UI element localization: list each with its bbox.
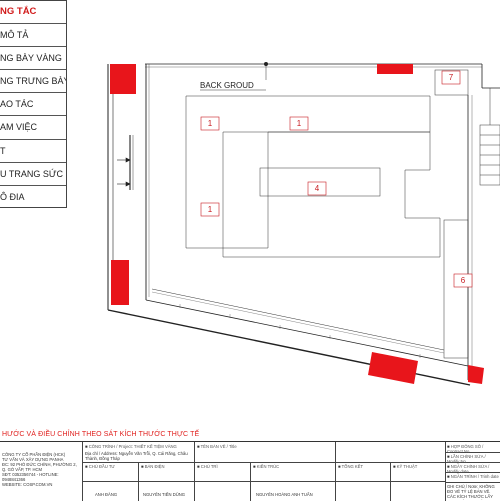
- back-ground-dot: [264, 62, 268, 66]
- site-note: HƯỚC VÀ ĐIỀU CHỈNH THEO SÁT KÍCH THƯỚC T…: [2, 431, 200, 438]
- contract-head: HỢP ĐỒNG SỐ / Contract No.: [447, 444, 499, 454]
- back-ground-label: BACK GROUD: [200, 81, 254, 90]
- red-column: [368, 352, 418, 384]
- legend-item: NG BÀY VÀNG: [0, 47, 66, 71]
- zone-label: 1: [208, 119, 213, 128]
- red-column: [468, 365, 484, 384]
- legend-item: MÔ TẢ: [0, 24, 66, 48]
- modify-date-head: NGÀY CHỈNH SỬA / Modify date: [447, 464, 499, 474]
- tb-divider: [138, 462, 139, 501]
- company-line: Q. GÒ VẤP, TP. HCM: [2, 467, 43, 472]
- zone-box: [200, 202, 220, 217]
- zone-box: [200, 116, 220, 131]
- signer-name: NGUYỄN HOÀNG ANH TUẤN: [256, 492, 313, 497]
- tb-divider: [250, 462, 251, 501]
- floor-plan: BACK GROUD 1 1 1 4 6 7: [107, 62, 500, 386]
- company-line: TƯ VẤN VÀ XÂY DỰNG PANHA: [2, 457, 64, 462]
- bottom-wall-ticks: [179, 304, 421, 358]
- company-line: CÔNG TY CỔ PHẦN ĐIỆN (HCK): [2, 452, 66, 457]
- tb-divider: [82, 462, 445, 463]
- bottom-wall-inner: [145, 299, 469, 367]
- red-column: [110, 64, 136, 94]
- title-block: CÔNG TY CỔ PHẦN ĐIỆN (HCK) TƯ VẤN VÀ XÂY…: [0, 441, 500, 501]
- zone-label: 1: [297, 119, 302, 128]
- counter-center: [259, 167, 381, 197]
- tb-divider: [390, 462, 391, 501]
- zone-box: [453, 273, 473, 288]
- zone-6-area: [443, 219, 469, 359]
- legend-item: T: [0, 140, 66, 163]
- trinh-date-head: NGÀN TRÌNH / Trinh date: [447, 474, 499, 479]
- company-line: ĐC: 92 PHÓ ĐỨC CHÍNH, PHƯỜNG 2,: [2, 462, 77, 467]
- note-right: GHI CHÚ / Note: KHÔNG ĐO VẼ TỶ LỆ BẢN VẼ…: [447, 484, 495, 500]
- company-line: SĐT: 0352356744 - HOTLINE: 0948841366: [2, 472, 59, 482]
- chief-head: KIẾN TRÚC: [253, 464, 333, 469]
- stair: [479, 88, 500, 186]
- project-head: CÔNG TRÌNH / Project: THIẾT KẾ TIỆM VÀNG: [85, 444, 191, 449]
- owner-head: CHỦ ĐẦU TƯ: [85, 464, 137, 469]
- drawing-head: TÊN BẢN VẼ / Title: [197, 444, 327, 449]
- company-line: WEBSITE: COSP.COM.VN: [2, 482, 53, 487]
- tb-divider: [445, 442, 446, 501]
- ceiling-inner: [222, 131, 441, 258]
- legend-item: Ô ĐIA: [0, 191, 25, 202]
- legend-table: NG TẮC MÔ TẢ NG BÀY VÀNG NG TRƯNG BÀY AO…: [0, 0, 67, 208]
- tb-divider: [82, 442, 83, 501]
- revision-head: LẦN CHỈNH SỬA / Modify No.: [447, 454, 499, 464]
- zone-label: 6: [461, 276, 466, 285]
- signer-name: NGUYỄN TIẾN DŨNG: [143, 492, 186, 497]
- tb-divider: [445, 482, 500, 483]
- zone-box: [289, 116, 309, 131]
- legend-title: NG TẮC: [0, 1, 66, 25]
- design-head: BẢN ĐIỆN: [141, 464, 193, 469]
- zone-label: 4: [315, 184, 320, 193]
- zone-box: [441, 70, 461, 85]
- legend-item: AM VIỆC: [0, 116, 66, 140]
- supervisor-head: CHỦ TRÌ: [197, 464, 249, 469]
- tb-divider: [335, 442, 336, 501]
- signer-name: ANH ĐĂNG: [95, 492, 118, 497]
- legend-item: AO TÁC: [0, 93, 66, 117]
- project-address: Địa chỉ / Address: Nguyễn Văn Trỗi, Q. C…: [85, 451, 188, 461]
- zone-label: 7: [449, 73, 454, 82]
- zone-box: [307, 181, 327, 196]
- legend-item: U TRANG SỨC: [0, 163, 66, 186]
- red-column: [377, 64, 413, 74]
- legend-item: NG TRƯNG BÀY: [0, 70, 66, 94]
- glass-line-2: [151, 291, 445, 354]
- drawn-head: KỸ THUẬT: [393, 464, 443, 469]
- glass-line: [151, 288, 445, 351]
- kts-head: TỔNG KẾT: [338, 464, 388, 469]
- company-info: CÔNG TY CỔ PHẦN ĐIỆN (HCK) TƯ VẤN VÀ XÂY…: [2, 452, 80, 487]
- tb-divider: [194, 442, 195, 501]
- tb-divider: [82, 481, 445, 482]
- zone-label: 1: [208, 205, 213, 214]
- door-arrows: [117, 157, 131, 187]
- zone-7-area: [434, 69, 469, 96]
- red-column: [111, 260, 129, 305]
